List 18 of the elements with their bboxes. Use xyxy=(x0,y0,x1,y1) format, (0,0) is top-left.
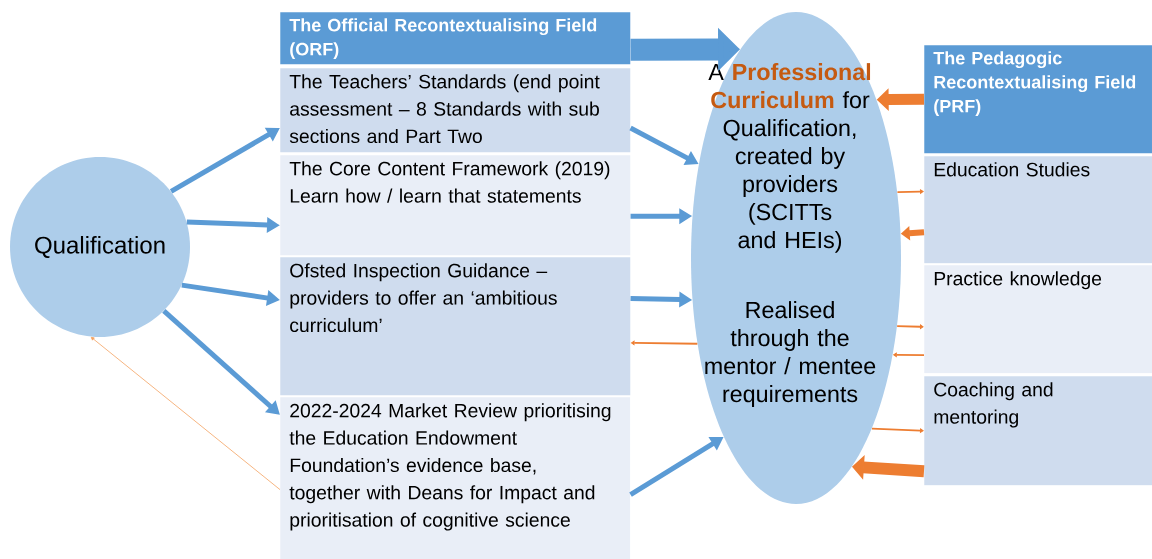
arrow xyxy=(896,189,924,194)
arrow xyxy=(90,336,281,491)
text-box: Education Studies xyxy=(924,156,1152,264)
text-box: Practice knowledge xyxy=(924,265,1152,374)
header-box: The Official Recontextualising Field (ORF) xyxy=(280,12,631,65)
ellipse-node: A Professional Curriculum for Qualification, created by providers (SCITTs and HEIs) Realised through the mentor / mentee requirements xyxy=(691,12,901,504)
arrow xyxy=(896,324,924,329)
text-box: Coaching and mentoring xyxy=(924,376,1152,486)
text-box: The Core Content Framework (2019) Learn how / learn that statements xyxy=(280,155,631,256)
arrow xyxy=(162,308,280,415)
arrow xyxy=(871,427,924,433)
circle-node: Qualification xyxy=(10,157,190,337)
arrow xyxy=(893,352,925,357)
text-box: 2022-2024 Market Review prioritising the Education Endowment Foundation’s evidence base, together with Deans for Impact and prioritisation of cognitive science xyxy=(280,397,631,559)
text-box: Ofsted Inspection Guidance – providers to offer an ‘ambitious curriculum’ xyxy=(280,257,631,396)
text-box: The Teachers’ Standards (end point assessment – 8 Standards with sub sections and Part Two xyxy=(280,68,631,153)
arrow xyxy=(631,340,699,346)
header-box: The Pedagogic Recontextualising Field (PRF) xyxy=(924,45,1152,154)
